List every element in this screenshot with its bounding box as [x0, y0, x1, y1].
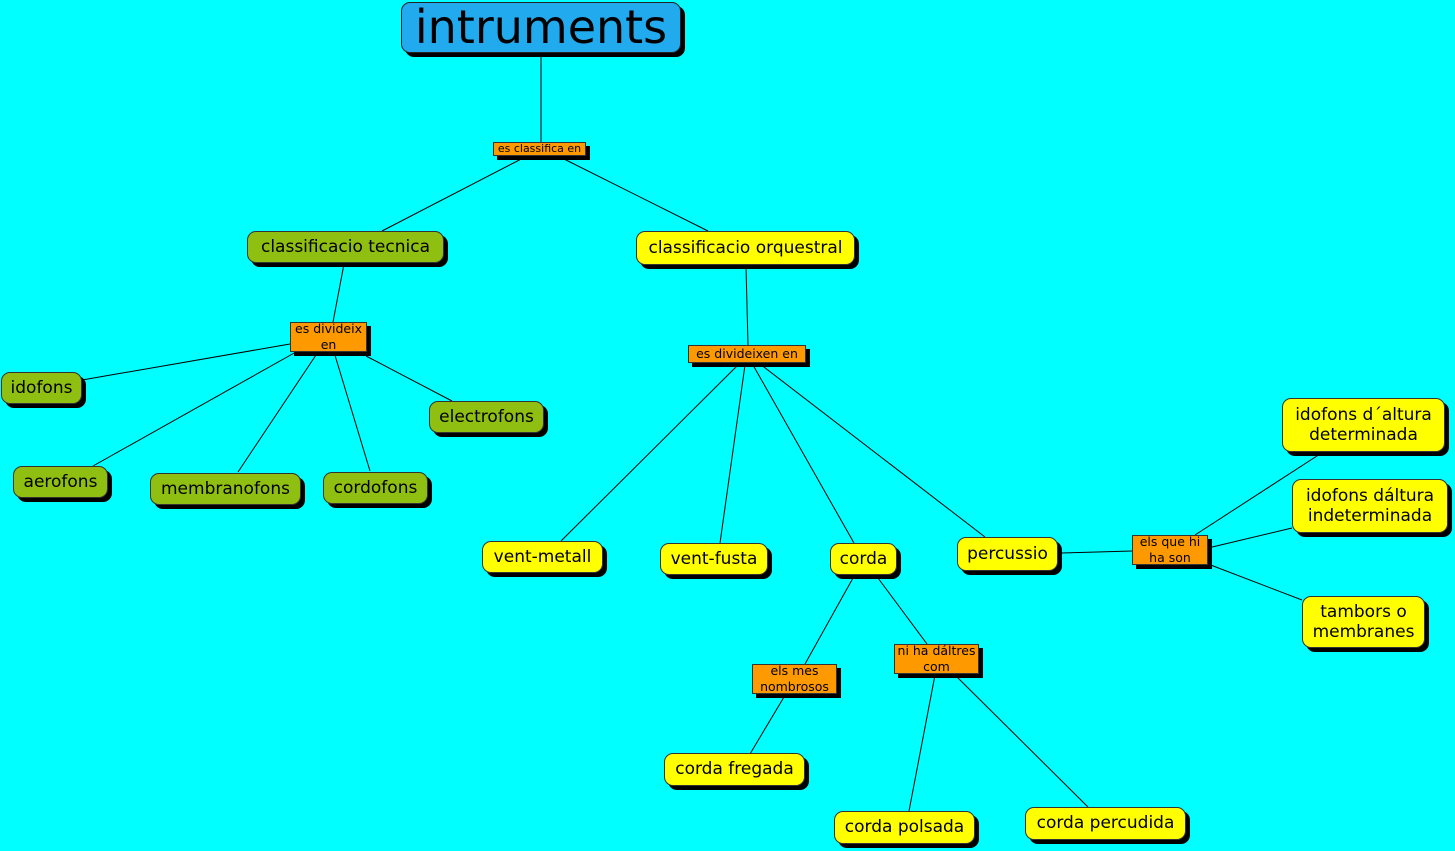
concept-aerofons[interactable]: aerofons — [13, 466, 108, 498]
link-label: es classifica en — [497, 141, 582, 155]
concept-label: vent-fusta — [670, 548, 758, 569]
connector-line — [560, 364, 739, 542]
concept-label: vent-metall — [493, 546, 592, 567]
concept-label: idofons — [10, 377, 73, 398]
concept-label: corda — [839, 548, 888, 569]
concept-label: idofons d´altura determinada — [1295, 404, 1432, 445]
connector-line — [745, 266, 749, 346]
connector-line — [1194, 453, 1321, 536]
concept-label: corda percudida — [1036, 813, 1175, 834]
connector-line — [804, 577, 854, 665]
connector-line — [92, 351, 297, 467]
concept-idofons-altura-indeterminada[interactable]: idofons dáltura indeterminada — [1292, 479, 1448, 533]
connector-line — [1207, 527, 1293, 549]
concept-membranofons[interactable]: membranofons — [150, 473, 301, 505]
concept-classificacio-tecnica[interactable]: classificacio tecnica — [247, 231, 444, 263]
concept-label: corda fregada — [675, 759, 794, 780]
concept-cordofons[interactable]: cordofons — [323, 472, 428, 504]
concept-label: corda polsada — [844, 817, 965, 838]
link-es-divideix-en[interactable]: es divideix en — [290, 320, 367, 352]
concept-idofons-altura-determinada[interactable]: idofons d´altura determinada — [1282, 398, 1445, 452]
connector-line — [81, 343, 291, 381]
concept-tambors-membranes[interactable]: tambors o membranes — [1302, 596, 1425, 648]
concept-label: cordofons — [333, 477, 418, 498]
connector-line — [752, 364, 855, 544]
link-label: els que hi ha son — [1139, 533, 1201, 565]
link-label: els mes nombrosos — [760, 662, 829, 694]
connector-line — [332, 263, 345, 323]
connector-line — [1061, 550, 1133, 554]
link-es-classifica-en[interactable]: es classifica en — [493, 142, 586, 156]
link-els-mes-nombrosos[interactable]: els mes nombrosos — [752, 662, 837, 694]
concept-label: tambors o membranes — [1312, 601, 1415, 642]
link-els-que-hi-ha-son[interactable]: els que hi ha son — [1132, 533, 1208, 565]
concept-vent-fusta[interactable]: vent-fusta — [660, 543, 768, 575]
title-text: intruments — [414, 0, 668, 54]
concept-label: idofons dáltura indeterminada — [1305, 485, 1435, 526]
connector-line — [381, 155, 528, 232]
concept-classificacio-orquestral[interactable]: classificacio orquestral — [636, 231, 855, 265]
connector-line — [557, 155, 709, 232]
connector-line — [365, 355, 453, 402]
connector-line — [759, 363, 986, 538]
connector-line — [333, 351, 371, 472]
concept-vent-metall[interactable]: vent-metall — [482, 541, 603, 573]
concept-corda[interactable]: corda — [830, 543, 897, 575]
concept-label: classificacio tecnica — [260, 236, 430, 257]
link-label: ni ha dáltres com — [897, 642, 976, 674]
concept-corda-polsada[interactable]: corda polsada — [834, 811, 975, 844]
connector-line — [877, 577, 928, 645]
concept-label: aerofons — [23, 471, 98, 492]
concept-electrofons[interactable]: electrofons — [429, 401, 544, 433]
concept-label: membranofons — [161, 478, 290, 499]
concept-corda-percudida[interactable]: corda percudida — [1025, 807, 1186, 840]
concept-percussio[interactable]: percussio — [957, 537, 1058, 571]
concept-corda-fregada[interactable]: corda fregada — [664, 753, 805, 786]
title-node[interactable]: intruments — [401, 0, 681, 54]
connector-line — [237, 351, 319, 473]
connector-line — [1207, 563, 1303, 601]
link-es-divideixen-en[interactable]: es divideixen en — [688, 345, 806, 363]
connector-line — [749, 696, 785, 755]
concept-label: electrofons — [439, 406, 534, 427]
link-label: es divideix en — [295, 320, 362, 352]
connector-line — [908, 674, 936, 812]
link-label: es divideixen en — [696, 345, 798, 361]
concept-label: percussio — [967, 543, 1048, 564]
connector-line — [719, 364, 746, 544]
concept-idofons[interactable]: idofons — [1, 372, 82, 404]
connector-line — [954, 674, 1089, 808]
concept-label: classificacio orquestral — [648, 237, 843, 258]
link-ni-ha-daltres-com[interactable]: ni ha dáltres com — [894, 642, 979, 674]
